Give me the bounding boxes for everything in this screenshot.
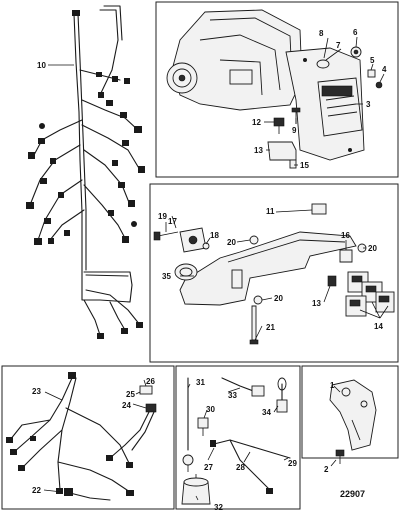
engine-control-module: [317, 77, 363, 137]
harness-27-28-29: [210, 439, 291, 494]
callout-18: 18: [210, 231, 219, 240]
nut-20-a: [249, 235, 259, 245]
screw-4: [375, 81, 383, 89]
callout-17: 17: [168, 217, 177, 226]
callout-35: 35: [162, 272, 171, 281]
callout-22: 22: [32, 486, 41, 495]
connector-26: [139, 385, 153, 395]
spacer-7: [316, 59, 330, 69]
grommet-6: [350, 46, 362, 58]
fuse-12: [273, 117, 285, 134]
nut-20-c: [253, 295, 263, 305]
callout-15: 15: [300, 161, 309, 170]
callout-28: 28: [236, 463, 245, 472]
stud-21: [249, 305, 259, 345]
sensor-33: [221, 377, 265, 397]
callout-23: 23: [32, 387, 41, 396]
callout-27: 27: [204, 463, 213, 472]
harness-22: [64, 488, 111, 501]
callout-14: 14: [374, 322, 383, 331]
clip-16: [339, 249, 353, 263]
boot-35: [174, 263, 198, 281]
sub-harness-23: [6, 372, 134, 496]
relay-11: [311, 203, 327, 215]
callout-12: 12: [252, 118, 261, 127]
sensor-30: [197, 417, 209, 436]
sensor-31: [182, 377, 194, 472]
callout-16: 16: [341, 231, 350, 240]
panel-sub-harness: [1, 365, 175, 510]
panel-mount-bracket: [301, 365, 399, 459]
fuse-holder-13-top: [267, 141, 297, 161]
wire-loop-25-harness: [106, 409, 155, 461]
washer-18: [202, 242, 210, 250]
drawing-number: 22907: [340, 489, 365, 499]
nut-5: [367, 69, 376, 78]
engine-assembly: [166, 9, 303, 111]
callout-29: 29: [288, 459, 297, 468]
bolt-2: [335, 449, 345, 464]
callout-8: 8: [319, 29, 324, 38]
callout-34: 34: [262, 408, 271, 417]
panel-bracket-relays: [149, 183, 399, 363]
panel-sensors: [175, 365, 301, 510]
callout-20-a: 20: [227, 238, 236, 247]
panel-engine-module: [155, 1, 399, 178]
callout-6: 6: [353, 28, 358, 37]
callout-20-b: 20: [368, 244, 377, 253]
relay-group-14: [345, 271, 395, 317]
callout-5: 5: [370, 56, 375, 65]
leader-lines: [43, 36, 389, 501]
callout-33: 33: [228, 391, 237, 400]
callout-13-mid: 13: [312, 299, 321, 308]
callout-25: 25: [126, 390, 135, 399]
screw-19: [153, 231, 179, 241]
callout-13-top: 13: [254, 146, 263, 155]
callout-30: 30: [206, 405, 215, 414]
callout-4: 4: [382, 65, 387, 74]
main-engine-harness: [26, 5, 145, 339]
circuit-breaker-17: [179, 227, 207, 253]
callout-7: 7: [336, 41, 341, 50]
callout-11: 11: [266, 207, 275, 216]
fuse-15: [289, 159, 297, 169]
callout-2: 2: [324, 465, 329, 474]
connector-34: [276, 377, 288, 413]
sending-unit-32: [181, 474, 211, 505]
callout-24: 24: [122, 401, 131, 410]
callout-19: 19: [158, 212, 167, 221]
callout-20-c: 20: [274, 294, 283, 303]
callout-3: 3: [366, 100, 371, 109]
callout-1: 1: [330, 381, 335, 390]
callout-labels: 10 8 7 6 5 4 3 12 9 13 15 11 19 17 18 20…: [32, 28, 387, 511]
connector-24: [145, 403, 157, 413]
callout-31: 31: [196, 378, 205, 387]
diode-13-mid: [327, 275, 337, 287]
callout-21: 21: [266, 323, 275, 332]
callout-32: 32: [214, 503, 223, 511]
callout-9: 9: [292, 126, 297, 135]
callout-10: 10: [37, 61, 46, 70]
relay-bracket: [179, 231, 357, 306]
mount-bracket-1: [329, 379, 377, 451]
callout-26: 26: [146, 377, 155, 386]
